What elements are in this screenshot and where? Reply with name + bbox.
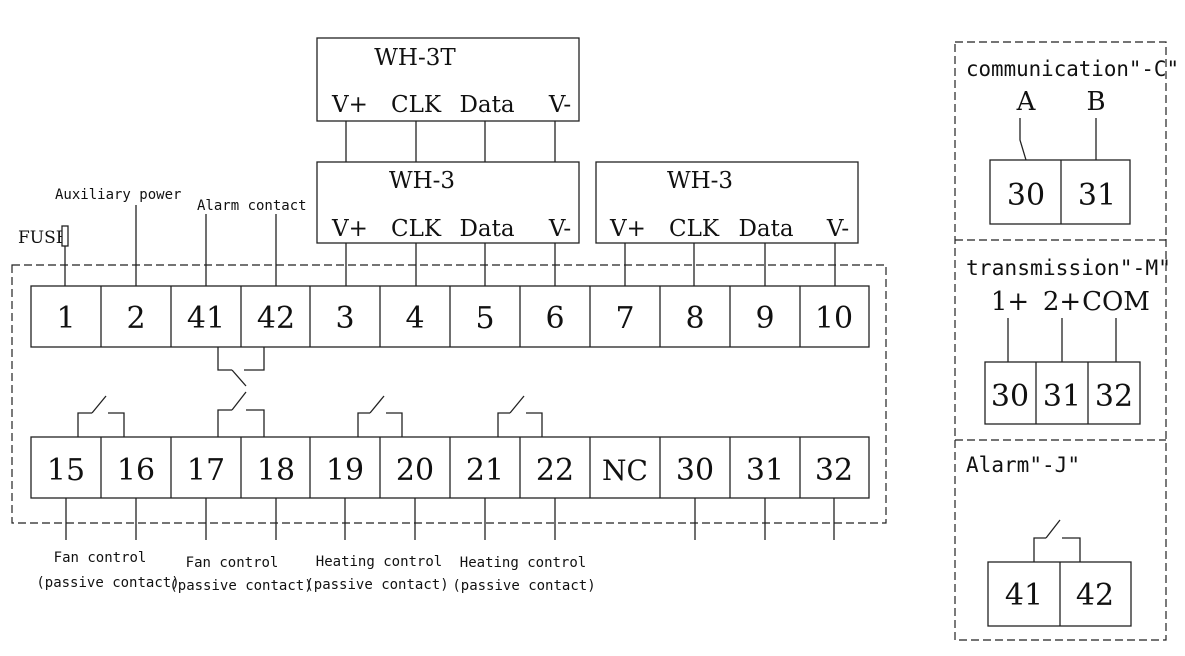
module-wh3-center-pin-vplus: V+	[331, 216, 368, 242]
option-transmission-terminals	[984, 361, 1141, 425]
terminal-bottom-10: 30	[676, 453, 714, 488]
relay-contact-3	[357, 395, 403, 437]
terminal-top-4: 42	[257, 301, 295, 336]
terminal-bottom-3: 17	[187, 453, 225, 488]
terminal-row-top: 1 2 41 42 3 4 5 6 7 8 9 10	[30, 285, 870, 348]
terminal-top-12: 10	[815, 301, 853, 336]
top-annotations: FUSE Auxiliary power Alarm contact	[18, 187, 307, 286]
terminal-top-7: 5	[475, 301, 494, 336]
terminal-top-11: 9	[755, 301, 774, 336]
option-communication-title: communication"-C"	[966, 57, 1179, 81]
relay-contact-1	[77, 395, 125, 437]
option-communication-signal-b: B	[1086, 87, 1105, 117]
module-wh3-center-box	[316, 161, 580, 244]
terminal-top-3: 41	[187, 301, 225, 336]
option-alarm-terminal-42: 42	[1076, 578, 1114, 613]
terminal-bottom-7: 21	[466, 453, 504, 488]
terminal-top-6: 4	[405, 301, 424, 336]
module-wh3t-pin-vplus: V+	[331, 92, 368, 118]
terminal-top-9: 7	[615, 301, 634, 336]
terminal-bottom-9: NC	[602, 454, 648, 487]
module-wh3-right-title: WH-3	[667, 168, 733, 194]
module-wh3-right-pin-data: Data	[738, 216, 793, 242]
bottom-labels: Fan control (passive contact) Fan contro…	[36, 550, 595, 594]
terminal-bottom-12: 32	[815, 453, 853, 488]
terminal-row-bottom: 15 16 17 18 19 20 21 22 NC 30 31 32	[30, 436, 870, 499]
option-transmission-signal-2plus: 2+	[1043, 287, 1081, 317]
fuse-label: FUSE	[18, 228, 68, 248]
module-wh3-right-pin-vminus: V-	[826, 216, 849, 242]
module-wh3-right-pin-vplus: V+	[609, 216, 646, 242]
bottom-label-3-line1: Heating control	[316, 554, 442, 570]
relay-contact-4	[497, 395, 543, 437]
terminal-top-5: 3	[335, 301, 354, 336]
terminal-bottom-1: 15	[47, 453, 85, 488]
terminal-bottom-6: 20	[396, 453, 434, 488]
alarm-contact-label: Alarm contact	[197, 198, 307, 214]
module-wh3-right-box	[595, 161, 859, 244]
option-transmission: transmission"-M" 1+ 2+ COM 30 31 32	[966, 256, 1171, 425]
option-communication-terminals	[989, 159, 1131, 225]
terminal-bottom-8: 22	[536, 453, 574, 488]
option-communication: communication"-C" A B 30 31	[966, 57, 1179, 225]
wires-bottom-leads	[65, 498, 835, 540]
module-wh3t-pin-clk: CLK	[391, 92, 442, 118]
option-alarm: Alarm"-J" 41 42	[966, 453, 1132, 627]
module-wh3-center-pin-vminus: V-	[548, 216, 571, 242]
option-alarm-title: Alarm"-J"	[966, 453, 1080, 477]
bottom-label-3-line2: (passive contact)	[305, 577, 448, 593]
terminal-top-1: 1	[56, 301, 75, 336]
module-wh3-center-pin-data: Data	[459, 216, 514, 242]
wires-wh3t-to-wh3	[345, 121, 556, 162]
terminal-bottom-4: 18	[257, 453, 295, 488]
option-transmission-terminal-30: 30	[991, 379, 1029, 414]
bottom-label-1-line1: Fan control	[54, 550, 147, 566]
aux-power-label: Auxiliary power	[55, 187, 181, 203]
bottom-label-1-line2: (passive contact)	[36, 575, 179, 591]
terminal-top-8: 6	[545, 301, 564, 336]
bottom-label-2-line2: (passive contact)	[169, 578, 312, 594]
option-transmission-title: transmission"-M"	[966, 256, 1171, 280]
option-communication-signal-a: A	[1016, 87, 1037, 117]
option-communication-terminal-30: 30	[1007, 178, 1045, 213]
option-transmission-signal-1plus: 1+	[991, 287, 1029, 317]
fuse-symbol	[61, 225, 69, 247]
bottom-label-4-line2: (passive contact)	[452, 578, 595, 594]
module-wh3-center-title: WH-3	[389, 168, 455, 194]
module-wh3t-pin-data: Data	[459, 92, 514, 118]
option-transmission-terminal-31: 31	[1043, 379, 1081, 414]
module-wh3-center: WH-3 V+ CLK Data V-	[316, 161, 580, 244]
alarm-relay-symbol	[217, 347, 265, 437]
terminal-bottom-2: 16	[117, 453, 155, 488]
terminal-bottom-5: 19	[326, 453, 364, 488]
option-transmission-signal-com: COM	[1082, 287, 1150, 317]
option-transmission-terminal-32: 32	[1095, 379, 1133, 414]
option-alarm-terminal-41: 41	[1005, 578, 1043, 613]
options-panel: communication"-C" A B 30 31 transmission…	[954, 41, 1179, 641]
module-wh3t-pin-vminus: V-	[548, 92, 571, 118]
module-wh3-right-pin-clk: CLK	[669, 216, 720, 242]
option-communication-terminal-31: 31	[1078, 178, 1116, 213]
module-wh3t-title: WH-3T	[374, 45, 456, 71]
options-panel-border	[954, 41, 1167, 641]
module-wh3t-box	[316, 37, 580, 122]
terminal-bottom-11: 31	[746, 453, 784, 488]
terminal-top-2: 2	[126, 301, 145, 336]
module-wh3-right: WH-3 V+ CLK Data V-	[595, 161, 859, 244]
terminal-block-enclosure	[11, 264, 887, 524]
module-wh3t: WH-3T V+ CLK Data V-	[316, 37, 580, 122]
module-wh3-center-pin-clk: CLK	[391, 216, 442, 242]
bottom-label-2-line1: Fan control	[186, 555, 279, 571]
terminal-top-10: 8	[685, 301, 704, 336]
bottom-label-4-line1: Heating control	[460, 555, 586, 571]
